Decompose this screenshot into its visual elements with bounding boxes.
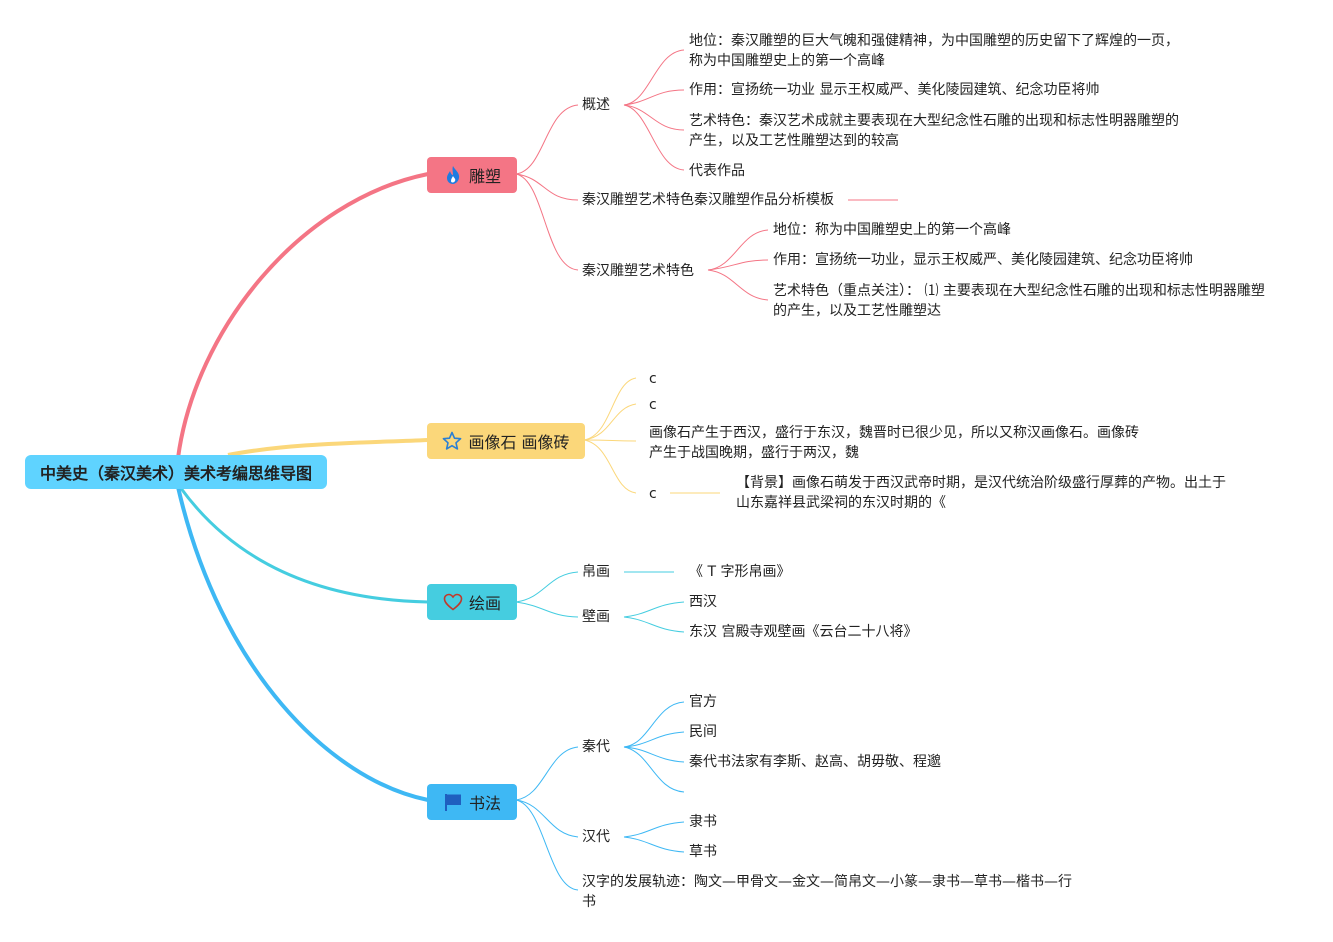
- branch-sculpture[interactable]: 雕塑: [427, 157, 517, 193]
- node-overview-works[interactable]: 代表作品: [689, 163, 745, 179]
- star-icon: [442, 431, 462, 451]
- node-template[interactable]: 秦汉雕塑艺术特色秦汉雕塑作品分析模板: [582, 192, 834, 208]
- branch-calligraphy-label: 书法: [468, 794, 501, 813]
- node-han-clerical[interactable]: 隶书: [689, 814, 717, 830]
- node-mural-east[interactable]: 东汉 宫殿寺观壁画《云台二十八将》: [689, 624, 918, 640]
- node-silk-painting[interactable]: 帛画: [582, 564, 610, 580]
- node-features[interactable]: 秦汉雕塑艺术特色: [582, 263, 694, 279]
- branch-sculpture-label: 雕塑: [468, 167, 501, 186]
- node-mural[interactable]: 壁画: [582, 609, 610, 625]
- node-stone-c2[interactable]: c: [649, 397, 657, 413]
- connector-root-sculpture: [176, 172, 429, 459]
- branch-stone[interactable]: 画像石 画像砖: [427, 423, 585, 459]
- heart-icon: [443, 592, 463, 612]
- node-features-function[interactable]: 作用：宣扬统一功业，显示王权威严、美化陵园建筑、纪念功臣将帅: [773, 252, 1193, 268]
- node-stone-c1[interactable]: c: [649, 371, 657, 387]
- node-silk-t-shape[interactable]: 《 T 字形帛画》: [689, 564, 791, 580]
- node-evolution[interactable]: 汉字的发展轨迹：陶文—甲骨文—金文—简帛文—小篆—隶书—草书—楷书—行书: [582, 874, 1072, 910]
- node-stone-c3[interactable]: c: [649, 486, 657, 502]
- node-han-cursive[interactable]: 草书: [689, 844, 717, 860]
- node-qin-masters[interactable]: 秦代书法家有李斯、赵高、胡毋敬、程邈: [689, 754, 941, 770]
- node-features-art[interactable]: 艺术特色（重点关注）： ⑴ 主要表现在大型纪念性石雕的出现和标志性明器雕塑的产生…: [773, 283, 1265, 319]
- node-overview-art[interactable]: 艺术特色：秦汉艺术成就主要表现在大型纪念性石雕的出现和标志性明器雕塑的产生，以及…: [689, 113, 1179, 149]
- fire-icon: [443, 165, 463, 185]
- node-features-position[interactable]: 地位：称为中国雕塑史上的第一个高峰: [773, 222, 1011, 238]
- root-node[interactable]: 中美史（秦汉美术）美术考编思维导图: [25, 455, 327, 489]
- node-overview[interactable]: 概述: [582, 97, 610, 113]
- branch-calligraphy[interactable]: 书法: [427, 784, 517, 820]
- connector-root-painting: [178, 486, 429, 604]
- connector-root-stone: [227, 438, 429, 457]
- node-han[interactable]: 汉代: [582, 829, 610, 845]
- branch-painting[interactable]: 绘画: [427, 584, 517, 620]
- node-stone-desc[interactable]: 画像石产生于西汉，盛行于东汉，魏晋时已很少见，所以又称汉画像石。画像砖产生于战国…: [649, 425, 1139, 461]
- branch-painting-label: 绘画: [468, 594, 501, 613]
- node-overview-position[interactable]: 地位：秦汉雕塑的巨大气魄和强健精神，为中国雕塑的历史留下了辉煌的一页，称为中国雕…: [689, 33, 1179, 69]
- node-overview-function[interactable]: 作用：宣扬统一功业 显示王权威严、美化陵园建筑、纪念功臣将帅: [689, 82, 1100, 98]
- node-qin-official[interactable]: 官方: [689, 694, 717, 710]
- node-qin-folk[interactable]: 民间: [689, 724, 717, 740]
- node-stone-background[interactable]: 【背景】画像石萌发于西汉武帝时期，是汉代统治阶级盛行厚葬的产物。出土于山东嘉祥县…: [736, 475, 1226, 511]
- root-title: 中美史（秦汉美术）美术考编思维导图: [39, 464, 312, 483]
- node-mural-west[interactable]: 西汉: [689, 594, 717, 610]
- branch-stone-label: 画像石 画像砖: [468, 433, 570, 452]
- flag-icon: [443, 792, 463, 812]
- node-qin[interactable]: 秦代: [582, 739, 610, 755]
- connector-root-calligraphy: [176, 486, 429, 802]
